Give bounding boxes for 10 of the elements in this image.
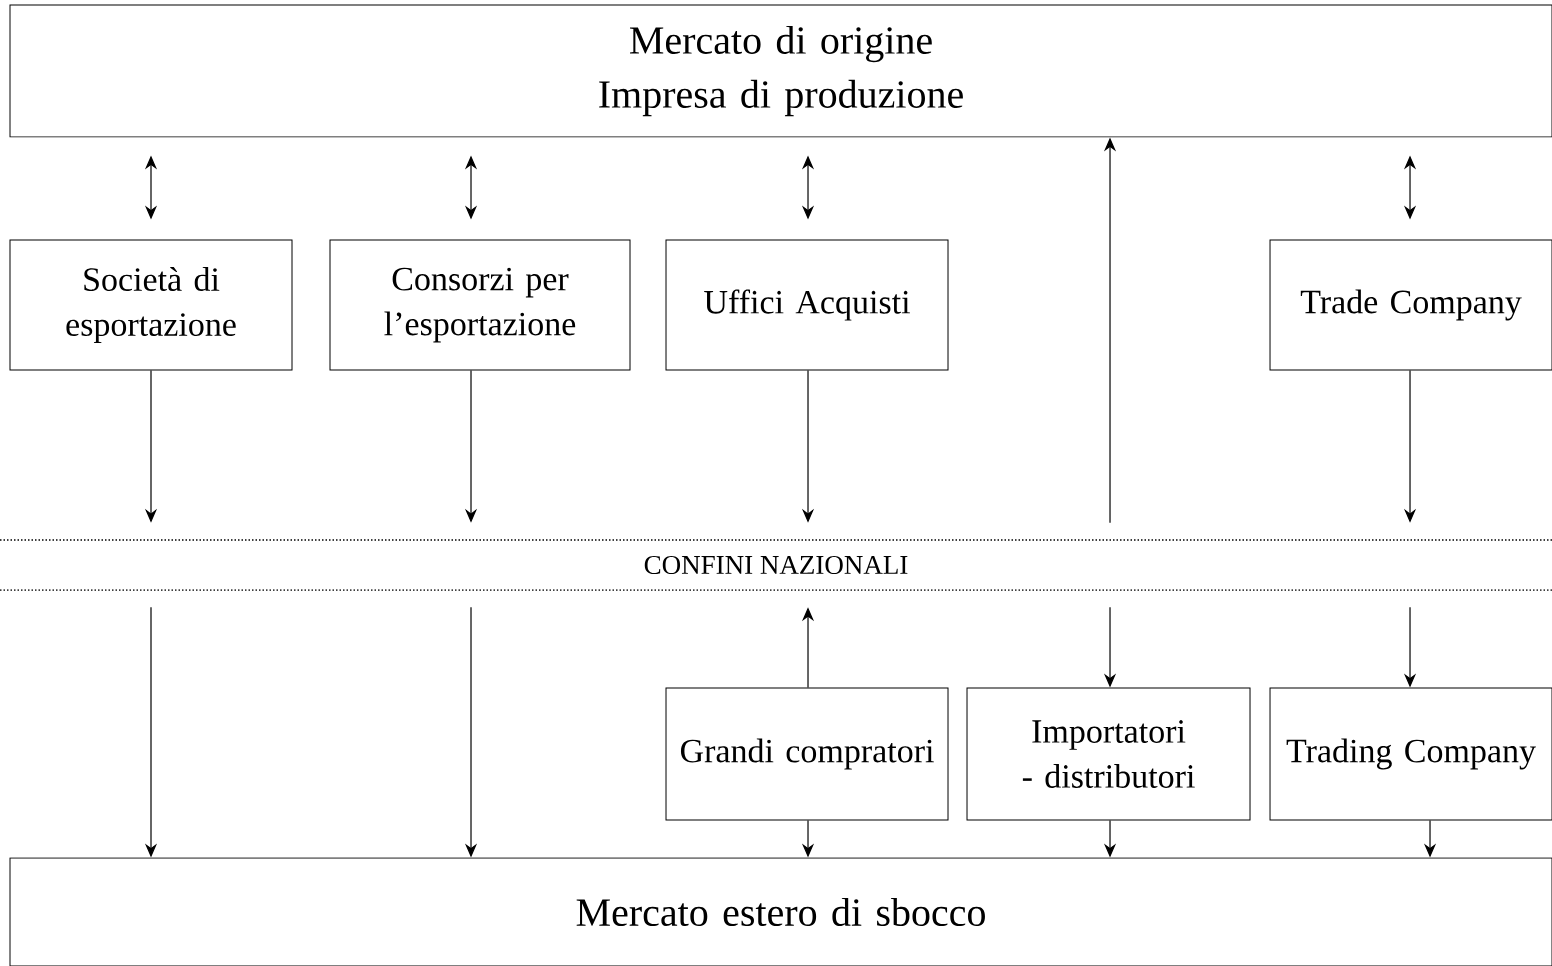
- process-box: Mercato di origine Impresa di produzione: [9, 4, 1552, 138]
- process-box: Trade Company: [1269, 239, 1552, 371]
- process-box: Grandi compratori: [665, 687, 949, 821]
- process-box: Uffici Acquisti: [665, 239, 949, 371]
- process-box: Mercato estero di sbocco: [9, 857, 1552, 966]
- border-band: CONFINI NAZIONALI: [0, 539, 1552, 591]
- process-box: Consorzi per l’esportazione: [329, 239, 631, 371]
- process-box: Trading Company: [1269, 687, 1552, 821]
- process-box: Società di esportazione: [9, 239, 293, 371]
- process-box: Importatori - distributori: [966, 687, 1251, 821]
